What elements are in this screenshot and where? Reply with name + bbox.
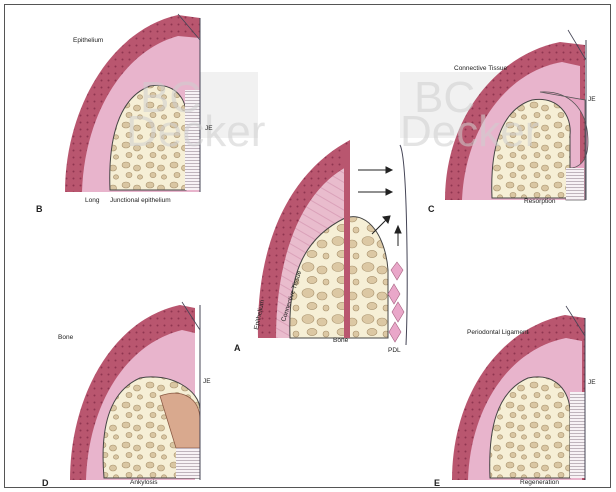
label-a-bone: Bone: [333, 337, 349, 344]
label-e-letter: E: [434, 478, 440, 488]
label-c-connective-line1: Connective Tissue: [454, 65, 507, 72]
arrow-head: [386, 167, 392, 173]
label-b-long: Long: [85, 197, 100, 204]
label-e-regeneration: Regeneration: [520, 479, 559, 486]
label-b-junctional: Junctional epithelium: [110, 197, 171, 204]
label-b-epithelium: Epithelium: [73, 37, 103, 44]
label-e-ligament: Periodontal Ligament: [467, 329, 529, 336]
panel-d: [70, 302, 200, 480]
label-d-ankylosis: Ankylosis: [130, 479, 158, 486]
label-c-connective: Connective Tissue: [454, 65, 507, 72]
label-c-letter: C: [428, 204, 435, 214]
pdl-cell: [388, 284, 400, 304]
label-b-letter: B: [36, 204, 43, 214]
label-b-je: JE: [205, 125, 213, 132]
panel-a-pdl-cells: [388, 262, 404, 342]
watermark-line2: Decker: [126, 107, 265, 156]
arrow: [372, 220, 386, 234]
label-d-bone: Bone: [58, 334, 74, 341]
panel-a: [258, 140, 407, 345]
label-c-je: JE: [588, 96, 596, 103]
panel-e-periodontal-ligament: [570, 392, 585, 478]
label-e-je: JE: [588, 379, 596, 386]
label-d-je: JE: [203, 378, 211, 385]
pdl-cell: [391, 262, 403, 280]
panel-a-edge: [344, 140, 350, 338]
panel-c-junctional-epithelium: [566, 168, 584, 200]
pdl-cell: [392, 302, 404, 322]
arrow-head: [395, 226, 401, 233]
label-a-pdl: PDL: [388, 347, 401, 354]
label-d-letter: D: [42, 478, 49, 488]
arrow-head: [386, 189, 392, 195]
pdl-cell: [389, 322, 401, 342]
label-a-letter: A: [234, 343, 241, 353]
label-c-resorption: Resorption: [524, 198, 556, 205]
panel-d-junctional-epithelium: [176, 448, 200, 478]
watermark-line2: Decker: [400, 107, 539, 156]
